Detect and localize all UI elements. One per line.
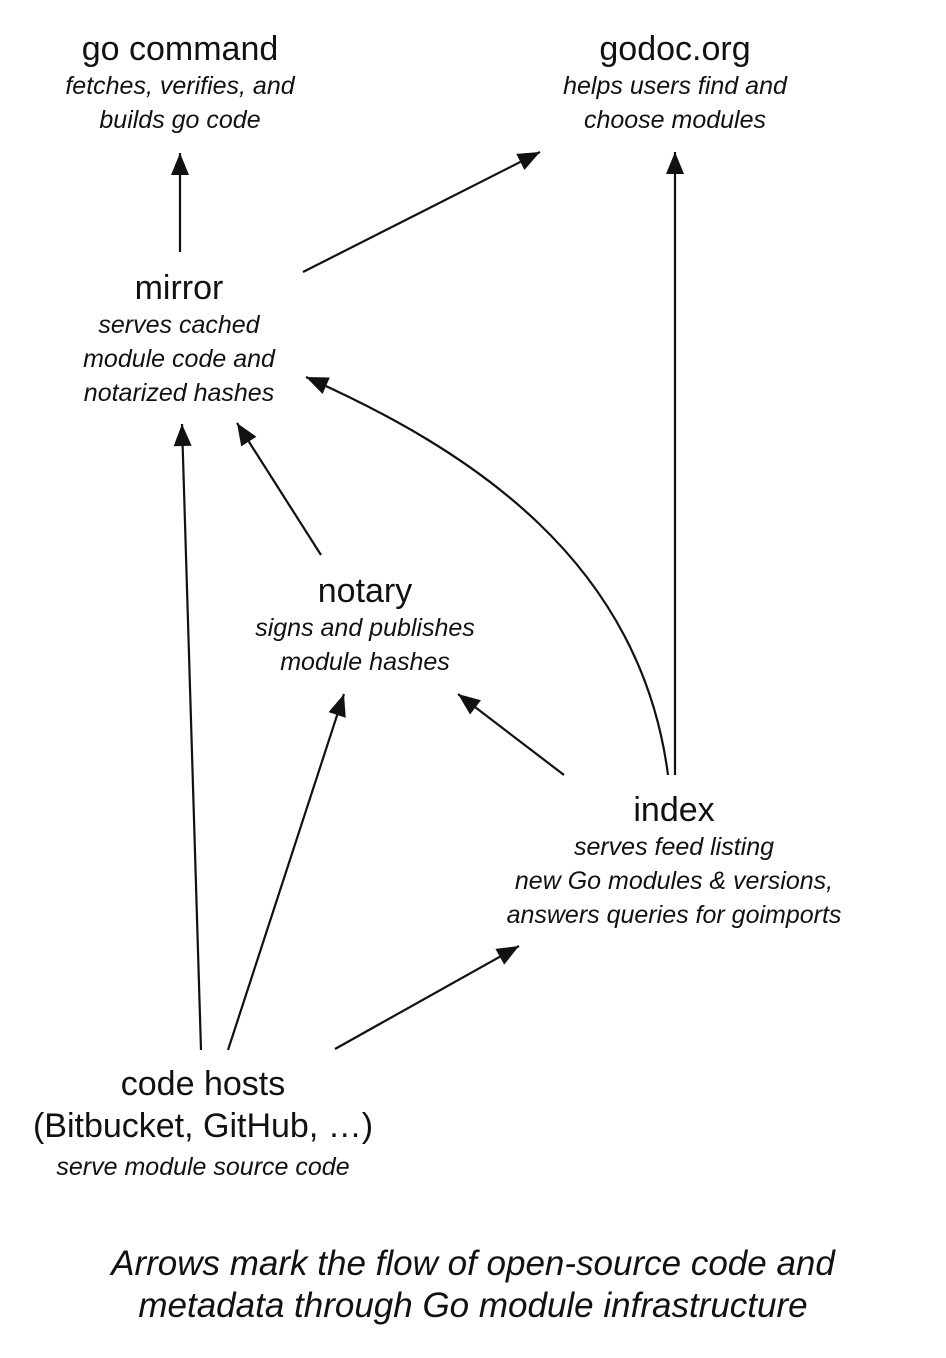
node-title: notary <box>317 572 413 610</box>
node-title: index <box>633 791 715 829</box>
node-desc: module hashes <box>280 648 450 676</box>
node-title: code hosts <box>120 1065 286 1103</box>
arrowhead-icon <box>306 377 330 395</box>
arrowhead-icon <box>237 423 257 447</box>
arrowhead-icon <box>666 152 684 174</box>
node-desc: helps users find and <box>563 72 787 100</box>
caption-line: metadata through Go module infrastructur… <box>138 1286 808 1325</box>
diagram-caption: Arrows mark the flow of open-source code… <box>0 1243 946 1327</box>
arrowhead-icon <box>458 694 481 715</box>
node-desc: serves cached <box>98 311 260 339</box>
node-title: mirror <box>134 269 224 307</box>
arrowhead-icon <box>173 424 192 447</box>
node-code-hosts: code hosts (Bitbucket, GitHub, …) serve … <box>33 1064 373 1184</box>
node-godoc: godoc.org helps users find and choose mo… <box>563 29 787 137</box>
node-index: index serves feed listing new Go modules… <box>507 790 842 932</box>
node-notary: notary signs and publishes module hashes <box>255 571 475 679</box>
arrowhead-icon <box>516 152 540 170</box>
edge-hosts-to-notary <box>226 693 346 1051</box>
node-desc: choose modules <box>583 106 767 134</box>
arrowhead-icon <box>495 946 519 965</box>
node-desc: signs and publishes <box>255 614 475 642</box>
edge-mirror-to-godoc <box>302 151 541 273</box>
node-mirror: mirror serves cached module code and not… <box>83 268 275 410</box>
node-desc: serves feed listing <box>573 833 775 861</box>
node-desc: serve module source code <box>56 1153 350 1181</box>
edge-hosts-to-index <box>334 945 520 1050</box>
edge-index-to-notary <box>457 693 565 776</box>
node-title: go command <box>81 30 279 68</box>
arrowhead-icon <box>171 153 189 175</box>
node-desc: builds go code <box>99 106 261 134</box>
arrowhead-icon <box>328 694 346 718</box>
node-go-command: go command fetches, verifies, and builds… <box>65 29 294 137</box>
edge-notary-to-mirror <box>236 422 322 556</box>
node-desc: answers queries for goimports <box>506 901 842 929</box>
node-desc: module code and <box>83 345 275 373</box>
node-title: godoc.org <box>599 30 751 68</box>
node-desc: notarized hashes <box>83 379 275 407</box>
caption-line: Arrows mark the flow of open-source code… <box>111 1244 835 1283</box>
node-desc: new Go modules & versions, <box>514 867 834 895</box>
node-subtitle: (Bitbucket, GitHub, …) <box>32 1107 374 1145</box>
edge-hosts-to-mirror <box>180 423 203 1051</box>
node-desc: fetches, verifies, and <box>65 72 295 100</box>
